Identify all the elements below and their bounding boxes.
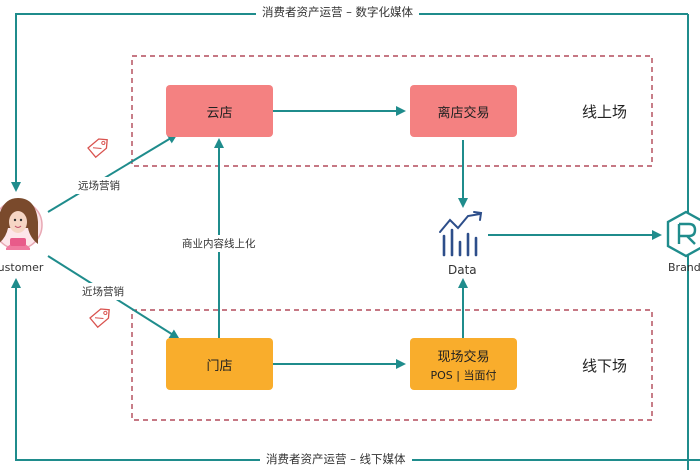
node-onsite-transaction[interactable]: 现场交易 POS | 当面付: [410, 338, 517, 390]
data-label: Data: [448, 263, 477, 277]
node-onsite-transaction-label: 现场交易: [437, 349, 490, 365]
zone-label-offline: 线下场: [582, 357, 628, 375]
flow-arrows: [47, 106, 662, 369]
edge-label-remote-marketing: 远场营销: [76, 177, 122, 194]
price-tag-icon: [87, 138, 108, 159]
node-offline-transaction-online[interactable]: 离店交易: [410, 85, 517, 137]
brand-hexagon-icon: [666, 210, 700, 258]
customer-avatar: [0, 198, 43, 250]
data-chart-icon: [439, 211, 483, 257]
node-cloud-store[interactable]: 云店: [166, 85, 273, 137]
outer-loop: [11, 13, 700, 470]
node-store-label: 门店: [206, 358, 233, 374]
arrow-customer-to-cloud-store: [47, 133, 178, 213]
node-offline-transaction-online-label: 离店交易: [437, 105, 490, 121]
zone-label-online: 线上场: [582, 103, 628, 121]
edge-label-nearby-marketing: 近场营销: [80, 283, 126, 300]
node-cloud-store-label: 云店: [206, 105, 233, 121]
edge-label-goods-online: 商业内容线上化: [180, 235, 258, 252]
customer-label: Customer: [0, 261, 44, 274]
loop-label-top: 消费者资产运营 – 数字化媒体: [256, 5, 420, 19]
node-onsite-transaction-sublabel: POS | 当面付: [430, 368, 497, 382]
price-tag-icon: [89, 308, 110, 329]
brand-label: Brand: [668, 261, 700, 274]
loop-label-bottom: 消费者资产运营 – 线下媒体: [260, 452, 412, 466]
node-store[interactable]: 门店: [166, 338, 273, 390]
